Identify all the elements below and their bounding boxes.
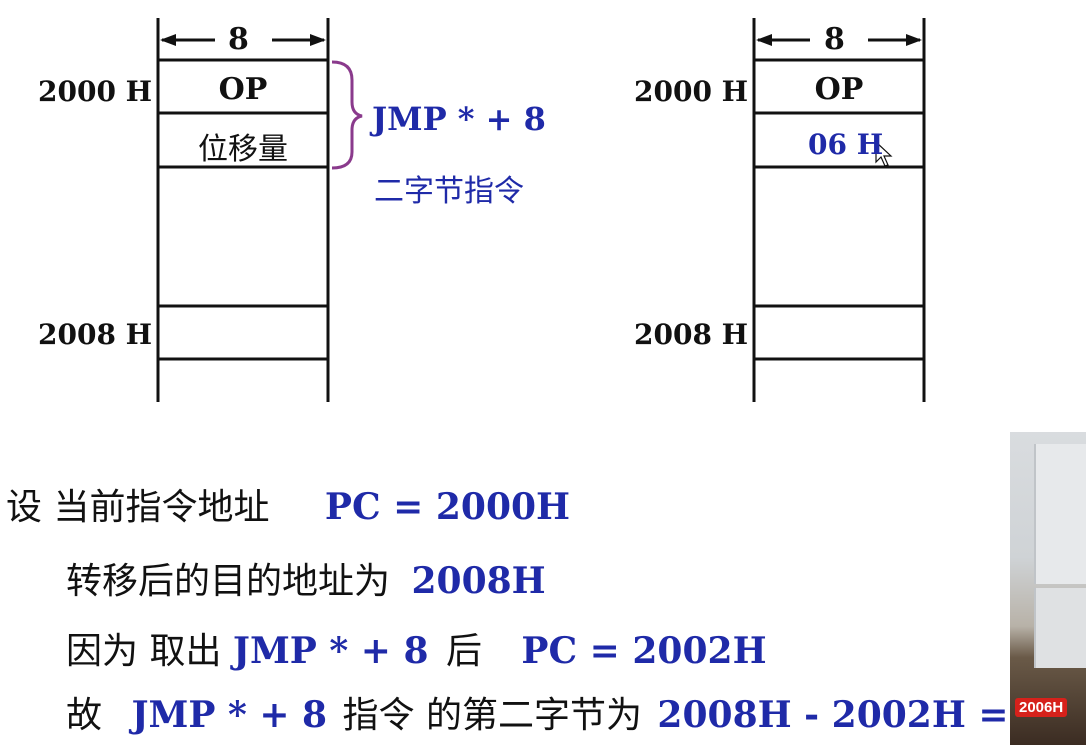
line-1-prefix: 设 当前指令地址 bbox=[6, 487, 270, 528]
line-1-pc-value: PC = 2000H bbox=[324, 486, 571, 528]
left-width-label: 8 bbox=[228, 22, 249, 57]
right-offset-value: 06 H bbox=[808, 128, 884, 161]
line-4: 故 JMP * + 8 指令 的第二字节为 2008H - 2002H = bbox=[66, 686, 1009, 738]
brace-label-jmp: JMP * + 8 bbox=[372, 100, 546, 138]
line-3-pc-value: PC = 2002H bbox=[521, 630, 767, 672]
right-memory-frame bbox=[752, 18, 926, 402]
left-addr-2008: 2008 H bbox=[38, 318, 153, 351]
line-2-prefix: 转移后的目的地址为 bbox=[66, 561, 391, 602]
left-offset-cell: 位移量 bbox=[198, 132, 288, 167]
line-3-a: 因为 取出 bbox=[66, 631, 222, 672]
line-1: 设 当前指令地址 PC = 2000H bbox=[6, 478, 570, 530]
right-addr-2008: 2008 H bbox=[634, 318, 749, 351]
right-op-cell: OP bbox=[814, 72, 864, 107]
left-addr-2000: 2000 H bbox=[38, 75, 153, 108]
line-4-c: 指令 的第二字节为 bbox=[342, 695, 642, 736]
line-3-jmp: JMP * + 8 bbox=[232, 630, 429, 672]
brace-sub-two-byte: 二字节指令 bbox=[374, 174, 524, 209]
right-width-label: 8 bbox=[824, 22, 845, 57]
video-wall-panel bbox=[1034, 444, 1086, 584]
line-3: 因为 取出 JMP * + 8 后 PC = 2002H bbox=[66, 622, 767, 674]
line-4-expression: 2008H - 2002H = bbox=[657, 694, 1009, 736]
line-2-target-value: 2008H bbox=[411, 560, 546, 602]
line-3-after: 后 bbox=[445, 631, 482, 672]
left-op-cell: OP bbox=[218, 72, 268, 107]
line-2: 转移后的目的地址为 2008H bbox=[66, 552, 546, 604]
line-4-a: 故 bbox=[66, 695, 103, 736]
video-wall-panel-lower bbox=[1034, 588, 1086, 668]
presenter-video-overlay bbox=[1010, 432, 1086, 745]
line-4-jmp: JMP * + 8 bbox=[131, 694, 328, 736]
right-addr-2000: 2000 H bbox=[634, 75, 749, 108]
answer-badge: 2006H bbox=[1015, 698, 1068, 717]
left-memory-frame bbox=[156, 18, 363, 402]
